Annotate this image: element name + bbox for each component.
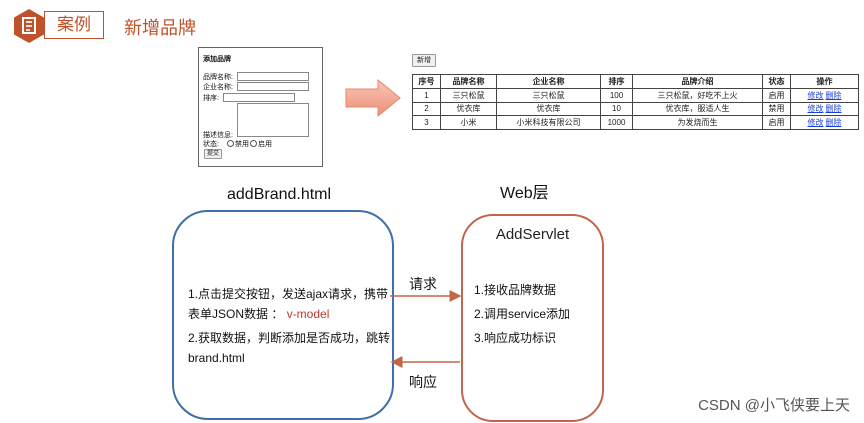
order-cell: 10 [600,101,633,117]
order-input[interactable] [223,93,295,102]
table-row: 2 优衣库 优衣库 10 优衣库，服适人生 禁用 修改删除 [412,101,859,117]
add-new-button[interactable]: 新增 [412,54,436,67]
column-header: 操作 [790,74,859,89]
web-layer-title: Web层 [500,185,549,202]
row-number: 1 [412,87,441,103]
status-enable-radio[interactable] [250,140,257,147]
edit-link[interactable]: 修改 [807,90,824,100]
company-name-cell: 小米科技有限公司 [496,115,601,130]
status-disable-label: 禁用 [235,141,249,148]
table-row: 3 小米 小米科技有限公司 1000 为发烧而生 启用 修改删除 [412,115,859,130]
order-cell: 100 [600,87,633,103]
request-label: 请求 [409,276,437,292]
company-name-label: 企业名称: [203,84,233,91]
servlet-box: AddServlet 1.接收品牌数据 2.调用service添加 3.响应成功… [461,214,604,422]
description-label: 描述信息: [203,132,233,139]
actions-cell: 修改删除 [790,87,859,103]
brand-name-label: 品牌名称: [203,74,233,81]
frontend-page-box: 1.点击提交按钮，发送ajax请求，携带 表单JSON数据 ： v-model … [172,210,394,420]
company-name-cell: 优衣库 [496,101,601,117]
watermark-text: CSDN @小飞侠要上天 [698,397,850,414]
servlet-title: AddServlet [495,226,570,243]
servlet-step-2: 2.调用service添加 [474,307,571,321]
column-header: 品牌名称 [440,74,497,89]
table-header-row: 序号 品牌名称 企业名称 排序 品牌介绍 状态 操作 [412,74,859,89]
brand-name-cell: 优衣库 [440,101,497,117]
column-header: 状态 [762,74,791,89]
frontend-step-1: 1.点击提交按钮，发送ajax请求，携带 [188,287,389,301]
brand-list-table: 序号 品牌名称 企业名称 排序 品牌介绍 状态 操作 1 三只松鼠 三只松鼠 1… [412,74,859,130]
frontend-step-1-prefix: 表单JSON数据 ： [188,307,284,321]
servlet-step-1: 1.接收品牌数据 [474,283,557,297]
delete-link[interactable]: 删除 [825,90,842,100]
frontend-title: addBrand.html [227,186,332,203]
case-tab-label: 案例 [44,11,104,39]
column-header: 序号 [412,74,441,89]
status-disable-radio[interactable] [227,140,234,147]
actions-cell: 修改删除 [790,101,859,117]
row-number: 3 [412,115,441,130]
delete-link[interactable]: 删除 [825,118,842,128]
v-model-highlight: v-model [286,307,330,321]
edit-link[interactable]: 修改 [807,118,824,128]
status-cell: 禁用 [762,101,791,117]
frontend-step-2-continued: brand.html [188,351,245,365]
request-response-arrows [390,290,462,368]
status-label: 状态: [203,141,219,148]
description-cell: 为发烧而生 [632,115,763,130]
company-name-cell: 三只松鼠 [496,87,601,103]
brand-name-cell: 小米 [440,115,497,130]
add-brand-form-mock: 添加品牌 品牌名称: 企业名称: 排序: 描述信息: 状态: 禁用 启用 提交 [198,47,323,167]
status-enable-label: 启用 [258,141,272,148]
form-title: 添加品牌 [203,56,231,63]
table-row: 1 三只松鼠 三只松鼠 100 三只松鼠，好吃不上火 启用 修改删除 [412,87,859,103]
frontend-step-1-continued: 表单JSON数据 ： v-model [188,304,329,324]
delete-link[interactable]: 删除 [825,104,842,114]
order-label: 排序: [203,95,219,102]
description-textarea[interactable] [237,103,309,137]
response-label: 响应 [409,374,437,390]
brand-name-cell: 三只松鼠 [440,87,497,103]
order-cell: 1000 [600,115,633,130]
column-header: 品牌介绍 [632,74,763,89]
company-name-input[interactable] [237,82,309,91]
page-title: 新增品牌 [124,18,196,38]
description-cell: 三只松鼠，好吃不上火 [632,87,763,103]
servlet-step-3: 3.响应成功标识 [474,331,557,345]
transition-arrow-icon [345,78,401,118]
brand-name-input[interactable] [237,72,309,81]
column-header: 排序 [600,74,633,89]
frontend-step-2: 2.获取数据，判断添加是否成功，跳转 [188,331,391,345]
status-cell: 启用 [762,87,791,103]
description-cell: 优衣库，服适人生 [632,101,763,117]
actions-cell: 修改删除 [790,115,859,130]
status-cell: 启用 [762,115,791,130]
edit-link[interactable]: 修改 [807,104,824,114]
row-number: 2 [412,101,441,117]
column-header: 企业名称 [496,74,601,89]
document-hexagon-icon [14,9,44,43]
submit-button[interactable]: 提交 [204,149,223,159]
